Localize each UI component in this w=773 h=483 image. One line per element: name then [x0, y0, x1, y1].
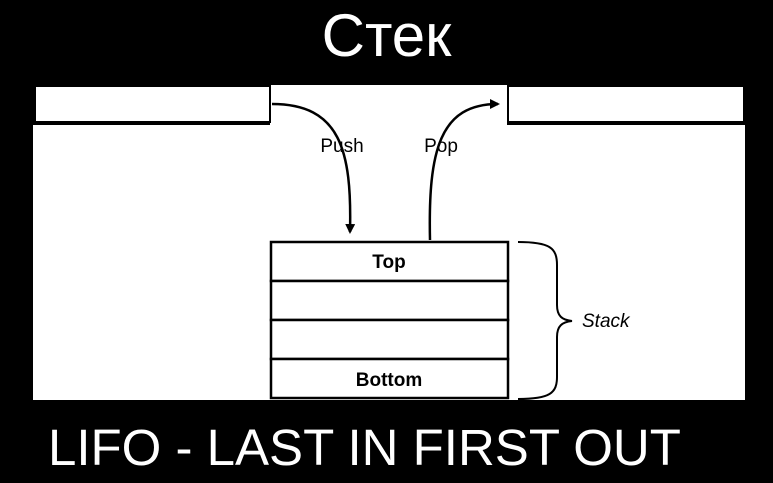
stack-label: Stack: [582, 311, 631, 332]
pop-arrow: [428, 99, 500, 241]
pop-label: Pop: [424, 136, 458, 157]
pop-destination-slot: [507, 85, 745, 123]
stack: Top Bottom: [269, 240, 510, 400]
stack-bottom-label: Bottom: [356, 370, 422, 391]
stack-brace: [517, 241, 573, 400]
stack-slot: [269, 279, 510, 322]
push-label: Push: [320, 136, 363, 157]
lifo-caption: LIFO - LAST IN FIRST OUT: [48, 419, 681, 476]
stack-slot-top: [269, 240, 510, 283]
stack-slot-bottom: [269, 357, 510, 400]
push-source-slot: [34, 85, 271, 123]
stack-slot: [269, 318, 510, 361]
page-title: Стек: [321, 2, 452, 69]
stack-top-label: Top: [372, 252, 405, 273]
push-arrow: [271, 102, 356, 234]
